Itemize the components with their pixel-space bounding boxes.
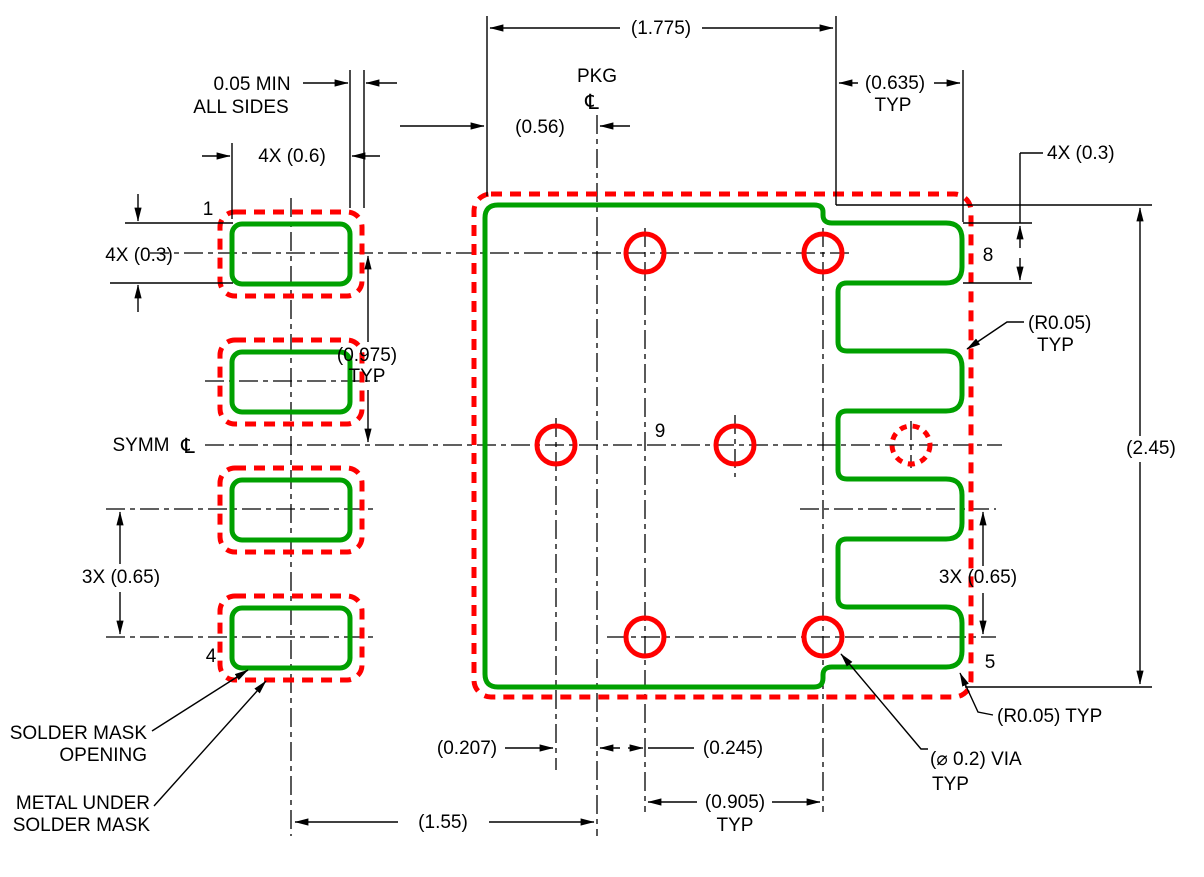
pin-8-label: 8 <box>983 245 994 266</box>
pin-5-label: 5 <box>985 652 996 673</box>
via-bottom-left <box>623 615 667 659</box>
dim-via-pitch-typ: TYP <box>717 815 754 836</box>
main-pad-mask-outline <box>471 191 974 700</box>
dim-total-height-label: (2.45) <box>1126 438 1176 459</box>
dim-pad-height-label: 4X (0.3) <box>105 245 173 266</box>
solder-mask-openings <box>217 191 974 700</box>
dim-via-col2-label: (0.245) <box>703 738 763 759</box>
via-note-line2: TYP <box>932 774 969 795</box>
via-mid-right-masked <box>889 423 933 467</box>
via-top-right <box>801 231 845 275</box>
pad3-mask-outline <box>217 465 365 555</box>
dim-center-to-center-label: (1.55) <box>418 812 468 833</box>
metal-note-line1: METAL UNDER <box>16 793 150 814</box>
metal-under-mask-leader <box>153 680 267 807</box>
pad1-mask-outline <box>217 209 365 299</box>
dim-pad-width-label: 4X (0.6) <box>258 146 326 167</box>
centerlines <box>106 115 1002 836</box>
solder-mask-opening-leader <box>151 669 249 732</box>
dim-row-offset-label: (0.975) <box>337 345 397 366</box>
annotations: (1.775) PKG ℄ (0.56) 0.05 MIN ALL SIDES … <box>10 18 1176 836</box>
dimension-lines <box>116 24 1144 826</box>
pad2-mask-outline <box>217 337 365 427</box>
dim-pitch-left-label: 3X (0.65) <box>82 567 160 588</box>
pin-4-label: 4 <box>206 646 217 667</box>
dim-row-offset-typ: TYP <box>349 366 386 387</box>
dim-pitch-right-label: 3X (0.65) <box>939 567 1017 588</box>
solder-mask-note-line1: SOLDER MASK <box>10 723 148 744</box>
radius-bottom-leader <box>959 672 994 716</box>
solder-mask-note-line2: OPENING <box>59 745 147 766</box>
pin-1-label: 1 <box>203 199 214 220</box>
dim-pad-to-center-label: (0.56) <box>515 117 565 138</box>
symm-label: SYMM <box>113 435 170 456</box>
main-pad-metal <box>482 202 965 690</box>
pad2-metal <box>229 349 353 415</box>
extension-lines <box>110 16 1152 688</box>
radius-top-leader <box>966 321 1024 350</box>
radius-note-top-typ: TYP <box>1037 335 1074 356</box>
pad4-mask-outline <box>217 593 365 683</box>
via-mid-center <box>713 423 757 467</box>
dim-total-width-label: (1.775) <box>631 18 691 39</box>
pad1-metal <box>229 221 353 287</box>
clearance-note-line2: ALL SIDES <box>193 97 288 118</box>
pkg-label: PKG <box>577 66 617 87</box>
dim-finger-width-label: (0.635) <box>865 73 925 94</box>
dim-via-col1-label: (0.207) <box>437 738 497 759</box>
pkg-centerline-symbol: ℄ <box>584 90 599 114</box>
symm-centerline-symbol: ℄ <box>180 434 195 458</box>
dim-finger-height-label: 4X (0.3) <box>1047 143 1115 164</box>
dim-via-pitch-label: (0.905) <box>705 792 765 813</box>
vias <box>534 231 933 659</box>
radius-note-top-label: (R0.05) <box>1028 313 1091 334</box>
via-bottom-right <box>801 615 845 659</box>
metal-pads <box>229 202 965 690</box>
via-mid-left <box>534 423 578 467</box>
leader-lines <box>151 321 1024 807</box>
pad3-metal <box>229 477 353 543</box>
radius-note-bottom-label: (R0.05) TYP <box>997 706 1102 727</box>
pin-9-label: 9 <box>655 421 666 442</box>
pad4-metal <box>229 605 353 671</box>
dim-finger-width-typ: TYP <box>875 95 912 116</box>
metal-note-line2: SOLDER MASK <box>13 815 151 836</box>
via-top-left <box>623 231 667 275</box>
via-note-leader <box>840 653 928 750</box>
via-note-line1: (⌀ 0.2) VIA <box>930 749 1022 770</box>
clearance-note-line1: 0.05 MIN <box>213 74 290 95</box>
